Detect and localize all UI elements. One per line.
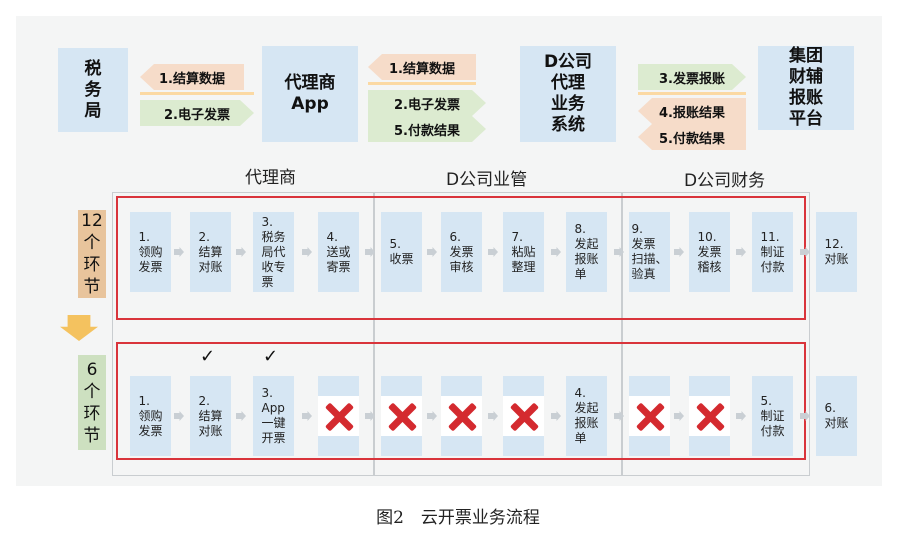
flow-arrow (674, 247, 684, 257)
flow-arrow (236, 411, 246, 421)
arrow-invoice-1: 2.电子发票 (140, 100, 254, 126)
x-icon (509, 402, 539, 432)
figure-caption: 图2 云开票业务流程 (376, 508, 540, 528)
step-12-7: 7. 粘贴 整理 (503, 212, 544, 292)
flow-arrow (174, 411, 184, 421)
flow-arrow (365, 247, 375, 257)
arrow-report-result: 4.报账结果 (638, 98, 746, 124)
flow-arrow (488, 411, 498, 421)
flow-arrow (551, 247, 561, 257)
label-12-steps: 12 个 环 节 (78, 210, 106, 298)
group-title-agent: 代理商 (245, 168, 296, 188)
step-6-2: 2. 结算 对账 (190, 376, 231, 456)
flow-arrow (236, 247, 246, 257)
arrow-settlement-data-2: 1.结算数据 (368, 54, 476, 80)
arrow-payment-result-1: 5.付款结果 (368, 116, 486, 142)
tax-bureau-box: 税 务 局 (58, 48, 128, 132)
check-icon: ✓ (200, 346, 216, 367)
arrow-settlement-data-1: 1.结算数据 (140, 64, 244, 90)
step-6-5: 5. 制证 付款 (752, 376, 793, 456)
x-icon (387, 402, 417, 432)
x-icon (635, 402, 665, 432)
label-6-steps: 6 个 环 节 (78, 355, 106, 450)
flow-arrow (427, 411, 437, 421)
highlight-12-steps (116, 196, 806, 320)
flow-arrow (736, 411, 746, 421)
step-6-6: 6. 对账 (816, 376, 857, 456)
d-company-system-box: D公司 代理 业务 系统 (520, 46, 616, 142)
step-12-12: 12. 对账 (816, 212, 857, 292)
flow-arrow (800, 247, 810, 257)
step-6-3: 3. App 一键 开票 (253, 376, 294, 456)
flow-arrow (551, 411, 561, 421)
step-6-1: 1. 领购 发票 (130, 376, 171, 456)
flow-arrow (302, 411, 312, 421)
step-12-3: 3. 税务 局代 收专 票 (253, 212, 294, 292)
x-icon (324, 402, 354, 432)
group-title-business: D公司业管 (446, 170, 528, 190)
step-12-1: 1. 领购 发票 (130, 212, 171, 292)
flow-arrow (614, 411, 624, 421)
flow-arrow (736, 247, 746, 257)
highlight-6-steps (116, 342, 806, 460)
flow-arrow (302, 247, 312, 257)
step-12-9: 9. 发票 扫描、 验真 (629, 212, 670, 292)
column-finance (622, 192, 810, 476)
arrow-stripe (140, 92, 254, 95)
flow-arrow (427, 247, 437, 257)
flow-arrow (488, 247, 498, 257)
step-12-6: 6. 发票 审核 (441, 212, 482, 292)
agent-app-box: 代理商 App (262, 46, 358, 142)
step-6-4: 4. 发起 报账 单 (566, 376, 607, 456)
arrow-stripe (638, 92, 746, 95)
arrow-invoice-2: 2.电子发票 (368, 90, 486, 116)
x-icon (695, 402, 725, 432)
flow-arrow (614, 247, 624, 257)
step-12-5: 5. 收票 (381, 212, 422, 292)
check-icon: ✓ (263, 346, 279, 367)
arrow-invoice-report: 3.发票报账 (638, 64, 746, 90)
arrow-stripe (368, 82, 476, 85)
flow-arrow (674, 411, 684, 421)
column-business (374, 192, 622, 476)
group-platform-box: 集团 财辅 报账 平台 (758, 46, 854, 130)
group-title-finance: D公司财务 (684, 171, 766, 191)
column-agent (112, 192, 374, 476)
step-12-8: 8. 发起 报账 单 (566, 212, 607, 292)
flow-arrow (800, 411, 810, 421)
x-icon (447, 402, 477, 432)
flow-arrow (174, 247, 184, 257)
step-12-10: 10. 发票 稽核 (689, 212, 730, 292)
arrow-payment-result-2: 5.付款结果 (638, 124, 746, 150)
step-12-4: 4. 送或 寄票 (318, 212, 359, 292)
step-12-11: 11. 制证 付款 (752, 212, 793, 292)
flow-arrow (365, 411, 375, 421)
step-12-2: 2. 结算 对账 (190, 212, 231, 292)
